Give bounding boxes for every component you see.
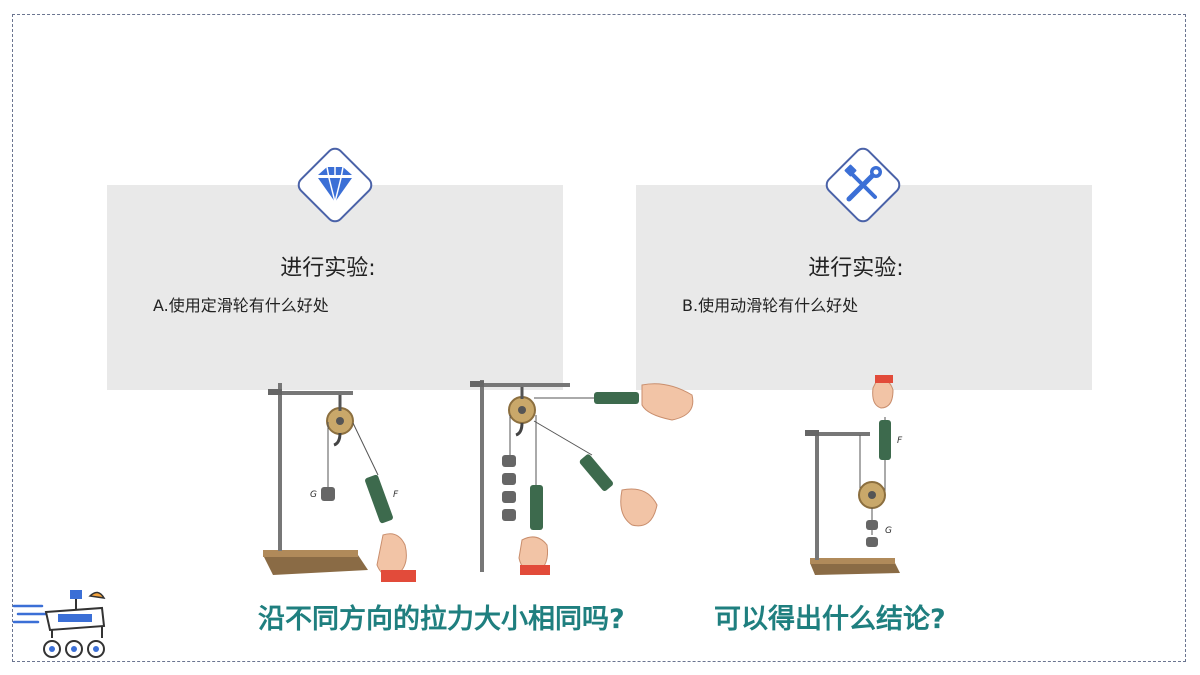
label-g-2: G [885, 526, 892, 536]
diamond-icon [297, 147, 373, 223]
card-subtitle-b: B.使用动滑轮有什么好处 [682, 296, 859, 315]
card-title-b: 进行实验: [808, 256, 904, 281]
label-f-1: F [393, 490, 399, 500]
slide-frame [12, 14, 1186, 662]
label-g-1: G [310, 490, 317, 500]
fixed-pulley-illustration-2 [470, 380, 694, 575]
card-subtitle-a: A.使用定滑轮有什么好处 [153, 296, 329, 315]
card-title-a: 进行实验: [280, 256, 376, 281]
rover-icon [12, 590, 106, 658]
question-conclusion: 可以得出什么结论? [714, 604, 946, 635]
label-f-2: F [897, 436, 903, 446]
tools-icon [825, 147, 901, 223]
movable-pulley-illustration: F G [805, 375, 903, 575]
fixed-pulley-illustration-1: G F [263, 383, 416, 582]
question-direction: 沿不同方向的拉力大小相同吗? [258, 604, 625, 635]
